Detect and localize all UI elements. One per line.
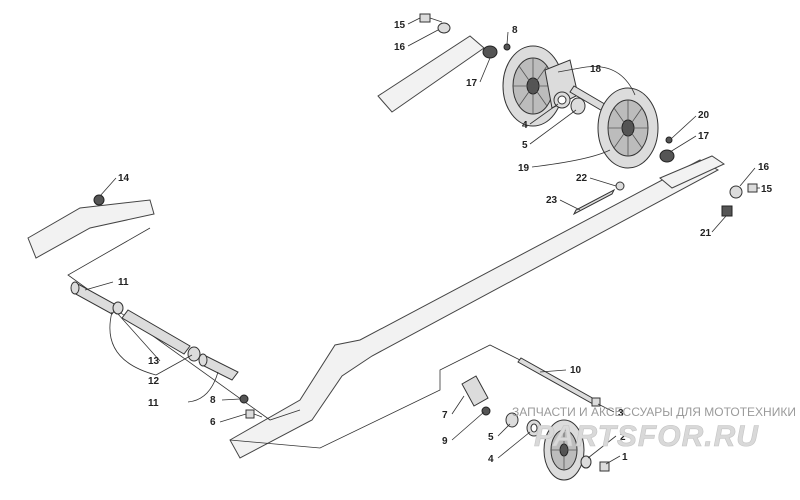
leader-lines bbox=[84, 17, 760, 465]
callout-15-upper: 15 bbox=[394, 20, 406, 31]
callout-11-upper: 11 bbox=[118, 277, 129, 288]
cross-shaft-12 bbox=[121, 309, 191, 355]
callout-15-lower: 15 bbox=[761, 184, 773, 195]
assembly-line-lower bbox=[229, 344, 521, 449]
spacer-5-upper bbox=[570, 97, 586, 115]
idler-wheel-3 bbox=[543, 419, 585, 481]
callout-19: 19 bbox=[518, 163, 530, 174]
bolt-17-left bbox=[482, 45, 498, 59]
rail-lower-left bbox=[27, 199, 155, 259]
idler-wheel-18-right bbox=[597, 87, 659, 169]
callout-1: 1 bbox=[622, 452, 628, 463]
bolt-17-right bbox=[659, 149, 675, 163]
callout-17-right: 17 bbox=[698, 131, 710, 142]
bolt-1 bbox=[599, 461, 610, 472]
callout-16-lower: 16 bbox=[758, 162, 770, 173]
washer-13 bbox=[112, 301, 124, 315]
callout-12: 12 bbox=[148, 376, 160, 387]
cross-shaft-11-lower bbox=[198, 353, 239, 381]
callout-17-left: 17 bbox=[466, 78, 478, 89]
callout-20: 20 bbox=[698, 110, 710, 121]
nut-20 bbox=[665, 136, 673, 144]
callout-4-lower: 4 bbox=[488, 454, 494, 465]
callout-10: 10 bbox=[570, 365, 582, 376]
callout-5-upper: 5 bbox=[522, 140, 528, 151]
nut-9 bbox=[481, 406, 491, 416]
callout-6: 6 bbox=[210, 417, 216, 428]
washer-2 bbox=[580, 455, 592, 469]
watermark-logo: PARTSFOR.RU bbox=[534, 420, 759, 453]
assembly-line-left bbox=[67, 227, 301, 421]
nut-8-upper bbox=[503, 43, 511, 51]
callout-13: 13 bbox=[148, 356, 160, 367]
callout-labels: 15 16 8 17 18 4 5 19 20 17 22 23 16 15 2… bbox=[118, 20, 773, 465]
bolt-6 bbox=[245, 409, 263, 419]
callout-8-upper: 8 bbox=[512, 25, 518, 36]
spacer-5-lower bbox=[505, 412, 519, 428]
callout-22: 22 bbox=[576, 173, 588, 184]
callout-9: 9 bbox=[442, 436, 448, 447]
callout-14: 14 bbox=[118, 173, 130, 184]
callout-7: 7 bbox=[442, 410, 448, 421]
nut-14 bbox=[93, 194, 105, 206]
watermark-caption: ЗАПЧАСТИ И АКСЕССУАРЫ ДЛЯ МОТОТЕХНИКИ bbox=[512, 405, 796, 419]
cross-shaft-11-upper bbox=[70, 281, 119, 315]
callout-8-lower: 8 bbox=[210, 395, 216, 406]
nut-22 bbox=[615, 181, 625, 191]
plug-21 bbox=[721, 205, 733, 217]
callout-4-upper: 4 bbox=[522, 120, 528, 131]
washer-12 bbox=[187, 346, 201, 362]
bolt-15-upper bbox=[419, 13, 443, 23]
rail-upper-left bbox=[377, 35, 485, 113]
washer-16-upper bbox=[437, 22, 451, 34]
callout-18: 18 bbox=[590, 64, 602, 75]
adjuster-bolt-23 bbox=[572, 188, 616, 216]
spacer-7 bbox=[461, 375, 489, 407]
rail-main bbox=[229, 155, 726, 459]
washer-16-lower bbox=[729, 185, 743, 199]
callout-5-lower: 5 bbox=[488, 432, 494, 443]
bearing-4-lower bbox=[526, 419, 542, 437]
callout-11-lower: 11 bbox=[148, 398, 159, 409]
callout-2: 2 bbox=[620, 432, 626, 443]
callout-21: 21 bbox=[700, 228, 712, 239]
callout-23: 23 bbox=[546, 195, 558, 206]
callout-3: 3 bbox=[618, 408, 624, 419]
watermark: ЗАПЧАСТИ И АКСЕССУАРЫ ДЛЯ МОТОТЕХНИКИ PA… bbox=[512, 405, 796, 453]
bolt-15-lower bbox=[747, 183, 758, 193]
bolt-10 bbox=[517, 357, 601, 407]
nut-8-lower bbox=[239, 394, 249, 404]
callout-16-upper: 16 bbox=[394, 42, 406, 53]
